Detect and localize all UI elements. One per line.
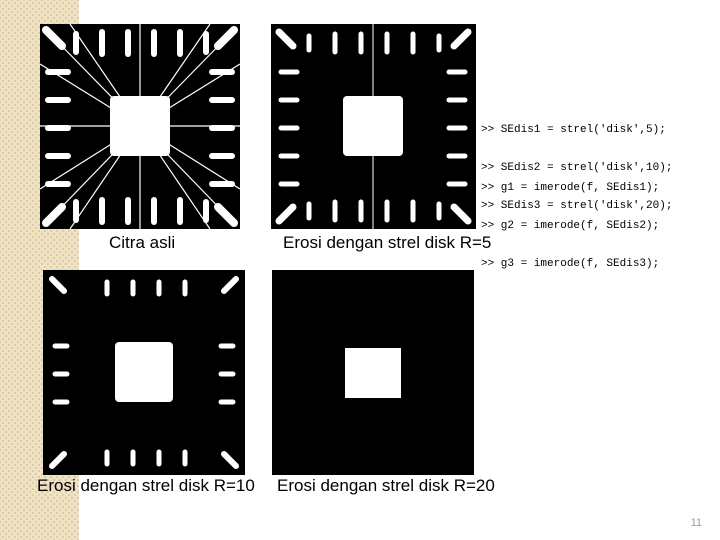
code-line: >> g1 = imerode(f, SEdis1); [481, 182, 660, 195]
matlab-code-block-imerode: >> g1 = imerode(f, SEdis1); >> g2 = imer… [481, 157, 659, 283]
caption-r10: Erosi dengan strel disk R=10 [37, 476, 255, 495]
caption-original: Citra asli [109, 233, 176, 252]
original-image [40, 24, 240, 229]
eroded-image-r20 [272, 270, 474, 475]
eroded-image-r5 [271, 24, 476, 229]
matlab-code-block-strel: >> SEdis1 = strel('disk',5); >> SEdis2 =… [481, 99, 672, 225]
code-line: >> g3 = imerode(f, SEdis3); [481, 257, 660, 270]
page-number: 11 [690, 517, 702, 529]
code-line: >> g2 = imerode(f, SEdis2); [481, 219, 660, 232]
code-line: >> SEdis2 = strel('disk',10); [481, 161, 673, 174]
caption-r5: Erosi dengan strel disk R=5 [283, 233, 492, 252]
code-line: >> SEdis3 = strel('disk',20); [481, 199, 673, 212]
caption-r20: Erosi dengan strel disk R=20 [277, 476, 495, 495]
code-line: >> SEdis1 = strel('disk',5); [481, 124, 666, 137]
eroded-image-r10 [43, 270, 245, 475]
